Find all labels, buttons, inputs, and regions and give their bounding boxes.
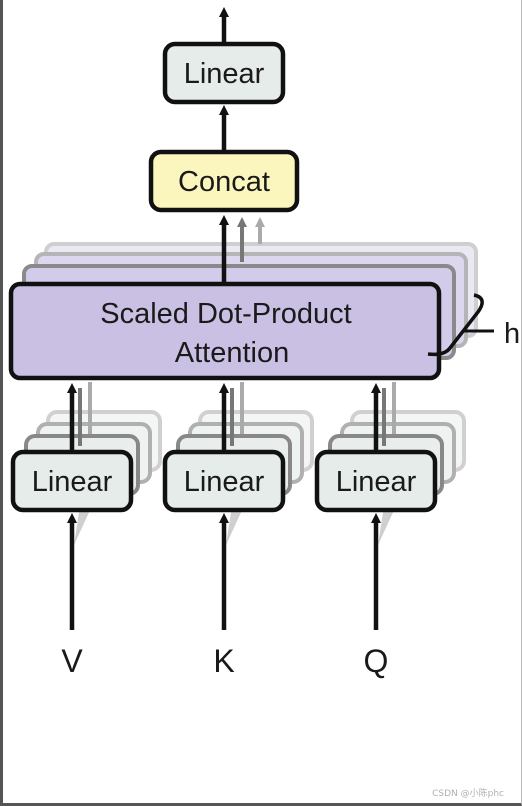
shadow-arrows-inputs: [74, 506, 396, 545]
heads-label: h: [504, 318, 520, 350]
attention-label-line2: Attention: [175, 337, 289, 369]
input-v-label: V: [61, 643, 83, 679]
output-linear-label: Linear: [184, 58, 265, 90]
heads-brace: h: [427, 293, 520, 357]
linear-k-label: Linear: [184, 466, 265, 498]
input-k-label: K: [213, 643, 234, 679]
concat-label: Concat: [178, 166, 270, 198]
linear-q-label: Linear: [336, 466, 417, 498]
linear-box-k: Linear: [162, 449, 286, 513]
shadow-arrows-attention-to-concat: [237, 217, 265, 262]
linear-box-v: Linear: [10, 449, 134, 513]
shadow-arrows-linear-to-attention: [78, 382, 396, 446]
main-arrows: [67, 7, 381, 630]
concat-box: Concat: [148, 149, 300, 213]
input-q-label: Q: [364, 643, 389, 679]
output-linear-box: Linear: [162, 41, 286, 105]
linear-box-q: Linear: [314, 449, 438, 513]
watermark: CSDN @小陈phc: [432, 789, 504, 799]
attention-label-line1: Scaled Dot-Product: [100, 298, 351, 330]
attention-box: Scaled Dot-Product Attention: [8, 281, 442, 381]
linear-v-label: Linear: [32, 466, 113, 498]
